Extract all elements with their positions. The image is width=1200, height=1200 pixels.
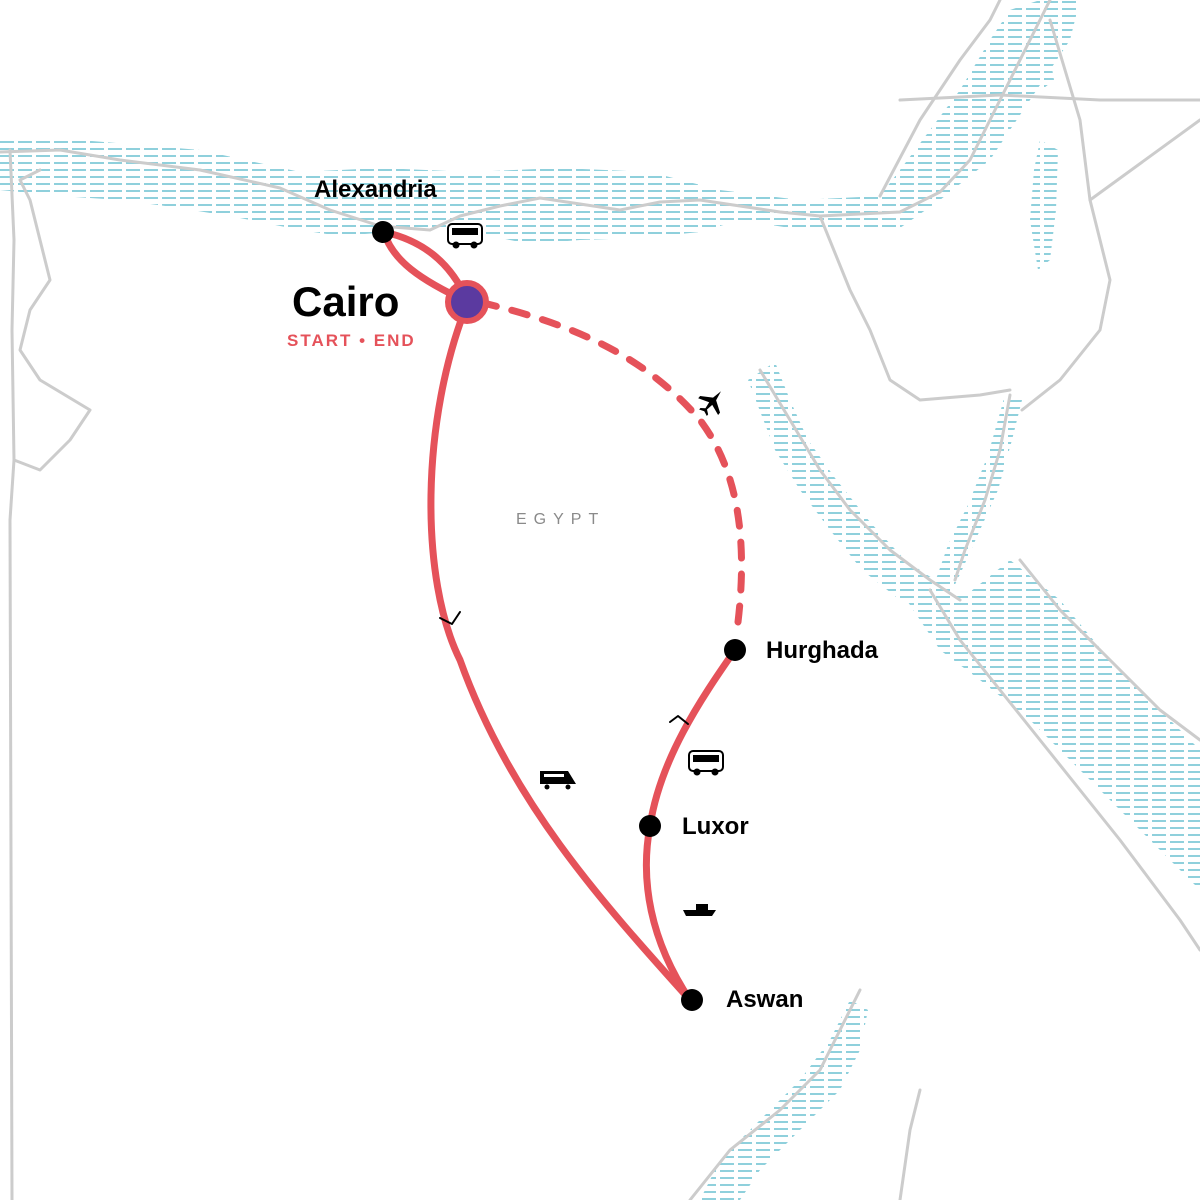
stop-marker-aswan [681,989,703,1011]
stop-marker-alexandria [372,221,394,243]
route-hurghada-cairo [466,296,746,626]
syria-border [898,93,1200,102]
start-marker-cairo [445,280,489,324]
bus-icon [447,223,483,249]
stop-marker-hurghada [724,639,746,661]
start-end-tag: START • END [287,331,416,350]
bus-icon-2 [688,750,724,776]
train-icon [540,771,576,790]
arabia-west-coast [1018,558,1200,742]
direction-arrows [439,611,689,725]
arrow-south [439,611,461,625]
boat-icon [683,904,716,916]
libya-coastline [12,168,92,472]
egypt-east-coast [928,588,1200,952]
dead-sea [1030,140,1058,270]
arrow-north [669,715,689,725]
city-label-alexandria: Alexandria [314,176,437,203]
sinai-west-coast [758,368,962,602]
stop-marker-luxor [639,815,661,837]
israel-border [878,0,1002,198]
route-luxor-hurghada [646,646,739,830]
city-label-cairo: Cairo [292,278,400,325]
saudi-border [1088,118,1200,202]
route-lines [379,227,746,1004]
mediterranean-sea [0,0,1080,244]
city-label-luxor: Luxor [682,813,749,840]
sudan-border [898,1088,922,1200]
route-cairo-aswan [427,298,694,1004]
route-aswan-luxor [642,822,694,1004]
lake-nasser-shore [688,988,862,1200]
lake-nasser [700,1000,868,1200]
sinai-east-coast [953,393,1012,582]
sea-of-galilee [1034,56,1054,88]
city-label-aswan: Aswan [726,986,804,1013]
plane-icon [698,391,721,416]
mediterranean-coastline [0,0,1052,232]
libya-egypt-border [8,148,16,1200]
city-label-hurghada: Hurghada [766,637,879,664]
jordan-border [1020,18,1112,412]
sinai-border-north [818,214,1012,402]
country-label: EGYPT [516,511,606,528]
delta-lakes [440,180,600,216]
red-sea [900,560,1200,890]
